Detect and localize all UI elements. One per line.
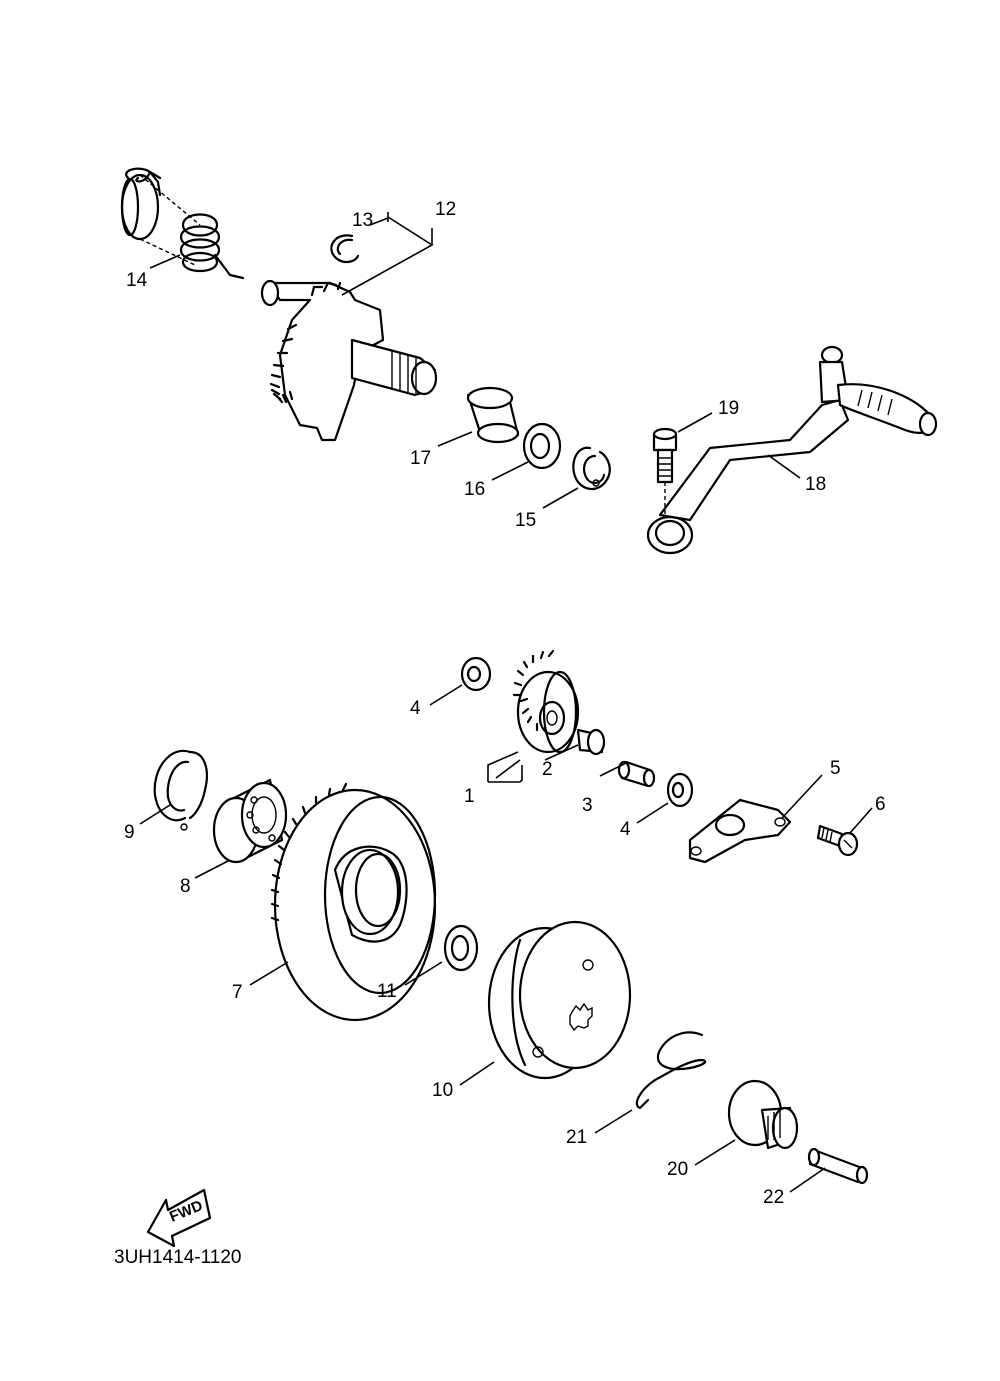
callout-22: 22 bbox=[763, 1187, 784, 1208]
callout-20: 20 bbox=[667, 1159, 688, 1180]
callout-1: 1 bbox=[464, 786, 475, 807]
callout-5: 5 bbox=[830, 758, 841, 779]
part-13-circlip bbox=[330, 234, 360, 264]
callout-labels: 1 2 3 4 4 5 6 7 8 9 10 11 12 13 14 15 16… bbox=[124, 199, 886, 1208]
callout-4-lower: 4 bbox=[620, 819, 631, 840]
part-19-bolt bbox=[652, 427, 678, 515]
part-7-wheel-gear bbox=[270, 782, 437, 1022]
callout-10: 10 bbox=[432, 1080, 453, 1101]
callout-13: 13 bbox=[352, 210, 373, 231]
part-16-washer bbox=[522, 422, 562, 470]
callout-16: 16 bbox=[464, 479, 485, 500]
part-3-pin bbox=[617, 760, 656, 788]
part-21-clip bbox=[635, 1031, 707, 1110]
part-10-clutch bbox=[487, 920, 632, 1080]
part-4-washer-lower bbox=[666, 772, 694, 808]
part-17-collar bbox=[466, 386, 520, 444]
leader-lines bbox=[139, 212, 873, 1193]
callout-6: 6 bbox=[875, 794, 886, 815]
callout-4-upper: 4 bbox=[410, 698, 421, 719]
part-15-circlip bbox=[572, 446, 611, 491]
part-4-washer-upper bbox=[460, 656, 492, 692]
callout-11: 11 bbox=[377, 981, 397, 1002]
callout-19: 19 bbox=[718, 398, 739, 419]
drawing-code: 3UH1414-1120 bbox=[114, 1247, 241, 1268]
callout-18: 18 bbox=[805, 474, 826, 495]
callout-12: 12 bbox=[435, 199, 456, 220]
callout-15: 15 bbox=[515, 510, 536, 531]
part-20-pinion bbox=[727, 1079, 799, 1150]
callout-2: 2 bbox=[542, 759, 553, 780]
part-18-kick-crank bbox=[646, 345, 938, 555]
callout-9: 9 bbox=[124, 822, 135, 843]
part-1-bush bbox=[576, 728, 606, 756]
part-9-circlip bbox=[153, 749, 208, 831]
part-8-bearing bbox=[212, 778, 288, 864]
part-5-plate bbox=[688, 798, 792, 864]
part-14-kick-spring bbox=[120, 167, 245, 280]
callout-7: 7 bbox=[232, 982, 243, 1003]
callout-17: 17 bbox=[410, 448, 431, 469]
part-2-idle-gear bbox=[512, 649, 580, 754]
part-6-screw bbox=[816, 824, 859, 857]
part-22-shaft bbox=[807, 1147, 869, 1185]
part-12-kick-axle bbox=[260, 279, 438, 442]
callout-8: 8 bbox=[180, 876, 191, 897]
part-11-washer bbox=[443, 924, 479, 972]
fwd-arrow-icon: FWD bbox=[146, 1188, 212, 1248]
callout-14: 14 bbox=[126, 270, 148, 291]
callout-3: 3 bbox=[582, 795, 593, 816]
callout-21: 21 bbox=[566, 1127, 587, 1148]
